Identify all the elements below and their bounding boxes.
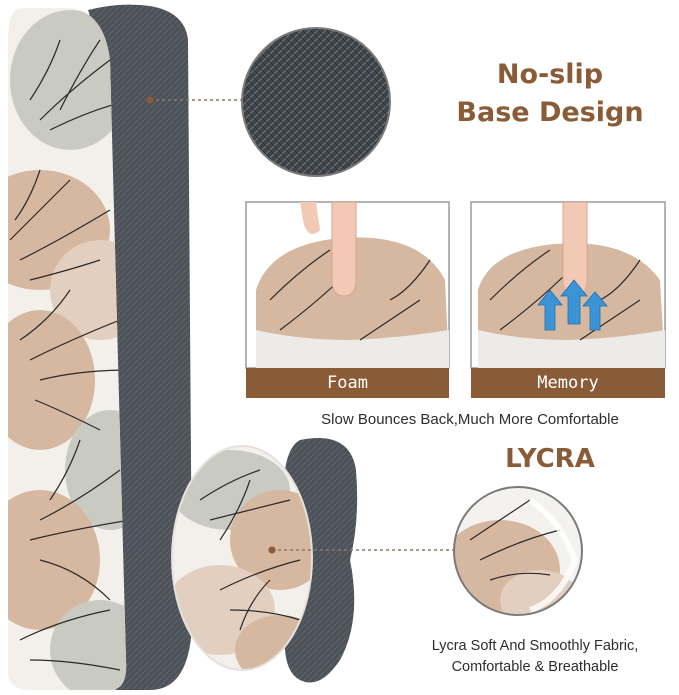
memory-illustration	[478, 202, 665, 368]
no-slip-heading-line2: Base Design	[456, 97, 644, 128]
no-slip-heading: No-slip Base Design	[430, 56, 670, 132]
lycra-description-line1: Lycra Soft And Smoothly Fabric,	[431, 638, 639, 654]
no-slip-heading-line1: No-slip	[496, 59, 604, 90]
long-pad-top	[8, 8, 127, 690]
finger-foam	[331, 202, 357, 297]
small-pad-top	[172, 446, 312, 670]
base-fabric-zoom	[242, 28, 390, 176]
lycra-description: Lycra Soft And Smoothly Fabric, Comforta…	[400, 636, 670, 678]
memory-label: Memory	[471, 368, 665, 398]
callout-lines	[150, 99, 454, 551]
arrow-up-icon	[537, 279, 608, 331]
lycra-fabric-zoom	[454, 487, 582, 615]
slow-bounce-caption: Slow Bounces Back,Much More Comfortable	[321, 411, 619, 428]
foam-label: Foam	[246, 368, 449, 398]
lycra-heading: LYCRA	[505, 444, 595, 474]
foam-illustration	[256, 202, 449, 368]
lycra-description-line2: Comfortable & Breathable	[451, 659, 619, 675]
